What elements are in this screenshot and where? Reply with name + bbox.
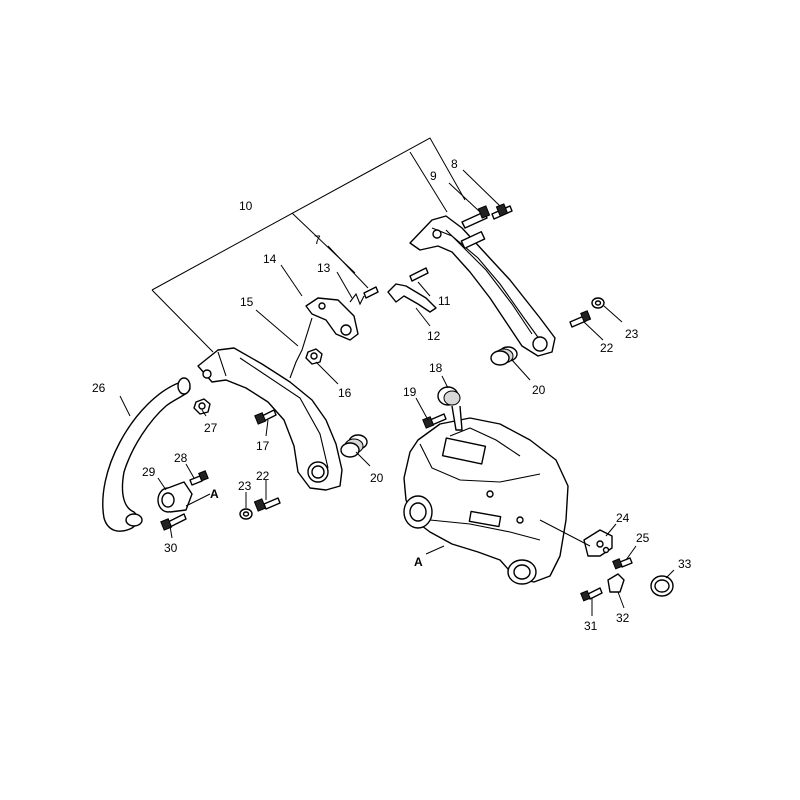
- washer-part-23-upper: [591, 297, 605, 309]
- screw-part-22-upper: [569, 310, 592, 328]
- ring-part-33: [650, 575, 674, 597]
- callout-7: 7: [314, 233, 321, 247]
- callout-28: 28: [174, 451, 188, 465]
- callout-20-upper: 20: [532, 383, 546, 397]
- callout-8: 8: [451, 157, 458, 171]
- callout-18: 18: [429, 361, 443, 375]
- callout-13: 13: [317, 261, 331, 275]
- clip-part-32: [607, 573, 625, 593]
- rubber-mount-part-20-upper: [490, 346, 518, 366]
- reference-A-right: A: [414, 555, 423, 569]
- assembly-bracket-lines: [151, 137, 466, 353]
- leader-lines: [119, 169, 675, 616]
- callout-22-lower: 22: [256, 469, 270, 483]
- handle-base-frame: [197, 347, 343, 491]
- reference-A-left: A: [210, 487, 219, 501]
- callout-26: 26: [92, 381, 106, 395]
- callout-17: 17: [256, 439, 270, 453]
- clamp-part-29: [157, 481, 193, 513]
- front-handle-bar-part-26: [102, 377, 191, 532]
- spring-part-13: [349, 292, 365, 306]
- screw-part-31: [580, 587, 603, 602]
- plate-part-24: [583, 529, 613, 557]
- washer-part-23-lower: [239, 508, 253, 520]
- nut-part-27: [193, 398, 211, 415]
- callout-19: 19: [403, 385, 417, 399]
- callout-31: 31: [584, 619, 598, 633]
- screw-part-25: [612, 557, 633, 570]
- callout-23-lower: 23: [238, 479, 252, 493]
- screw-part-22-lower: [253, 497, 281, 512]
- callout-24: 24: [616, 511, 630, 525]
- callout-10: 10: [239, 199, 253, 213]
- rubber-mount-part-20-lower: [340, 434, 368, 458]
- callout-30: 30: [164, 541, 178, 555]
- callout-29: 29: [142, 465, 156, 479]
- callout-23-upper: 23: [625, 327, 639, 341]
- screw-part-19: [422, 413, 447, 429]
- nut-part-16: [305, 348, 323, 365]
- callout-32: 32: [616, 611, 630, 625]
- screw-part-17: [254, 409, 277, 425]
- callout-27: 27: [204, 421, 218, 435]
- bolt-part-9: [461, 205, 491, 229]
- spring-wire-part-15: [289, 317, 313, 379]
- screw-part-28: [189, 470, 209, 486]
- screw-part-8: [491, 203, 513, 220]
- callout-labels: 8 9 10 7 14 13 11 15 12 23 22 16 20 26 1…: [92, 157, 692, 633]
- crankcase-body: [403, 417, 569, 585]
- throttle-lever-part-14: [305, 297, 359, 341]
- callout-25: 25: [636, 531, 650, 545]
- callout-11: 11: [438, 294, 451, 308]
- pin-part-11: [409, 267, 429, 282]
- rear-handle-cover: [409, 215, 556, 357]
- callout-9: 9: [430, 169, 437, 183]
- callout-33: 33: [678, 557, 692, 571]
- callout-16: 16: [338, 386, 352, 400]
- callout-22-upper: 22: [600, 341, 614, 355]
- callout-14: 14: [263, 252, 277, 266]
- pin-part-7: [363, 286, 379, 299]
- callout-15: 15: [240, 295, 254, 309]
- rubber-mount-part-18: [437, 386, 463, 431]
- bolt-part-30: [160, 513, 187, 531]
- callout-12: 12: [427, 329, 441, 343]
- callout-20-lower: 20: [370, 471, 384, 485]
- throttle-trigger-part-12: [387, 283, 437, 313]
